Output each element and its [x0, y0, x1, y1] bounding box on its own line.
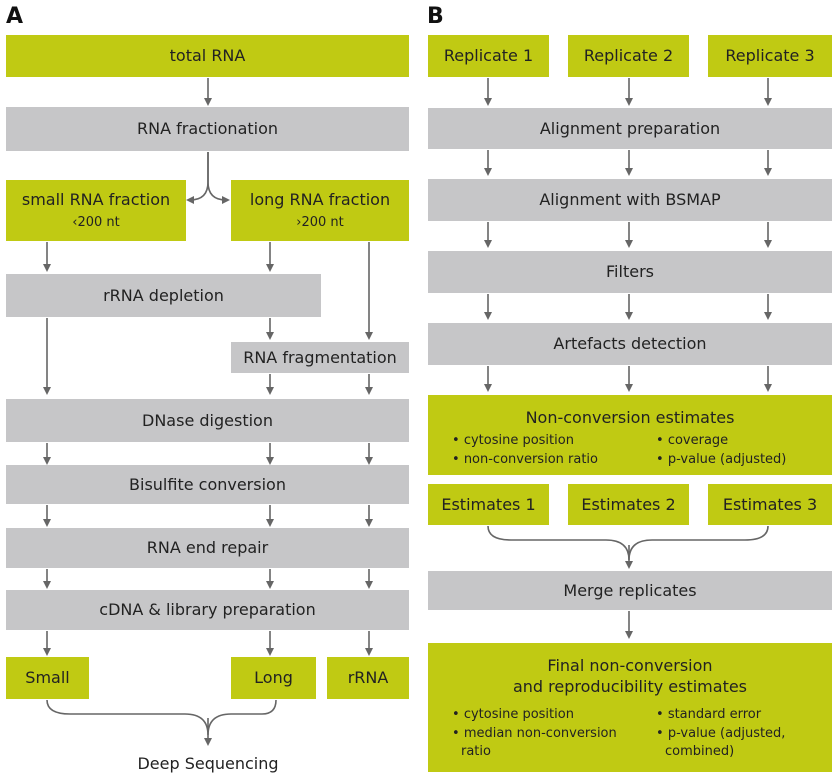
merge-replicates-box: Merge replicates: [428, 571, 832, 610]
nonconv-bullet-cytosine: cytosine position: [452, 433, 574, 450]
replicate-1-label: Replicate 1: [443, 46, 534, 66]
small-output-box: Small: [6, 657, 89, 699]
panel-a-label: A: [6, 4, 24, 29]
final-bullet-pvalue: p-value (adjusted,: [656, 726, 786, 743]
replicate-3-box: Replicate 3: [708, 35, 832, 77]
final-title-line2: and reproducibility estimates: [512, 677, 748, 697]
long-rna-fraction-title: long RNA fraction: [249, 190, 391, 210]
final-title-line1: Final non-conversion: [547, 656, 713, 675]
nonconv-bullet-coverage: coverage: [656, 433, 728, 450]
final-bullet-stderr: standard error: [656, 707, 761, 724]
bisulfite-conversion-box: Bisulfite conversion: [6, 465, 409, 504]
rna-fragmentation-box: RNA fragmentation: [231, 342, 409, 373]
estimates-1-box: Estimates 1: [428, 484, 549, 525]
small-rna-fraction-title: small RNA fraction: [21, 190, 171, 210]
rrna-depletion-label: rRNA depletion: [103, 285, 224, 305]
rrna-output-label: rRNA: [347, 668, 389, 688]
rrna-depletion-box: rRNA depletion: [6, 274, 321, 317]
deep-sequencing-label: Deep Sequencing: [137, 754, 279, 773]
final-bullet-cytosine: cytosine position: [452, 707, 574, 724]
filters-box: Filters: [428, 251, 832, 293]
dnase-digestion-box: DNase digestion: [6, 399, 409, 442]
rna-fragmentation-label: RNA fragmentation: [243, 347, 397, 367]
replicate-2-label: Replicate 2: [583, 46, 674, 66]
long-output-label: Long: [254, 668, 293, 688]
small-rna-fraction-size: ‹200 nt: [72, 215, 120, 231]
alignment-prep-label: Alignment preparation: [539, 118, 721, 138]
nonconv-bullet-ratio: non-conversion ratio: [452, 452, 598, 469]
nonconv-bullet-pvalue: p-value (adjusted): [656, 452, 787, 469]
merge-replicates-label: Merge replicates: [563, 580, 697, 600]
rna-end-repair-label: RNA end repair: [146, 538, 269, 558]
filters-label: Filters: [606, 262, 654, 282]
artefacts-detection-box: Artefacts detection: [428, 323, 832, 365]
final-bullet-median-cont: ratio: [461, 744, 491, 759]
artefacts-detection-label: Artefacts detection: [553, 334, 707, 354]
bisulfite-conversion-label: Bisulfite conversion: [129, 474, 286, 494]
total-rna-label: total RNA: [169, 46, 246, 66]
replicate-3-label: Replicate 3: [725, 46, 815, 66]
estimates-3-box: Estimates 3: [708, 484, 832, 525]
small-rna-fraction-box: small RNA fraction ‹200 nt: [6, 180, 186, 241]
rna-fractionation-label: RNA fractionation: [136, 119, 279, 139]
small-output-label: Small: [25, 668, 70, 688]
long-rna-fraction-size: ›200 nt: [296, 215, 344, 231]
cdna-library-box: cDNA & library preparation: [6, 590, 409, 630]
alignment-bsmap-box: Alignment with BSMAP: [428, 179, 832, 221]
estimates-1-label: Estimates 1: [441, 494, 536, 514]
rna-end-repair-box: RNA end repair: [6, 528, 409, 568]
rrna-output-box: rRNA: [327, 657, 409, 699]
final-bullet-pvalue-cont: combined): [665, 744, 735, 759]
long-output-box: Long: [231, 657, 316, 699]
panel-b-label: B: [427, 4, 444, 29]
estimates-2-box: Estimates 2: [568, 484, 689, 525]
replicate-2-box: Replicate 2: [568, 35, 689, 77]
alignment-prep-box: Alignment preparation: [428, 108, 832, 149]
non-conversion-title: Non-conversion estimates: [525, 408, 735, 427]
replicate-1-box: Replicate 1: [428, 35, 549, 77]
total-rna-box: total RNA: [6, 35, 409, 77]
dnase-digestion-label: DNase digestion: [142, 410, 273, 430]
alignment-bsmap-label: Alignment with BSMAP: [539, 190, 721, 210]
estimates-3-label: Estimates 3: [722, 494, 818, 514]
final-bullet-median: median non-conversion: [452, 726, 617, 743]
cdna-library-label: cDNA & library preparation: [99, 600, 316, 620]
rna-fractionation-box: RNA fractionation: [6, 107, 409, 151]
long-rna-fraction-box: long RNA fraction ›200 nt: [231, 180, 409, 241]
estimates-2-label: Estimates 2: [581, 494, 676, 514]
